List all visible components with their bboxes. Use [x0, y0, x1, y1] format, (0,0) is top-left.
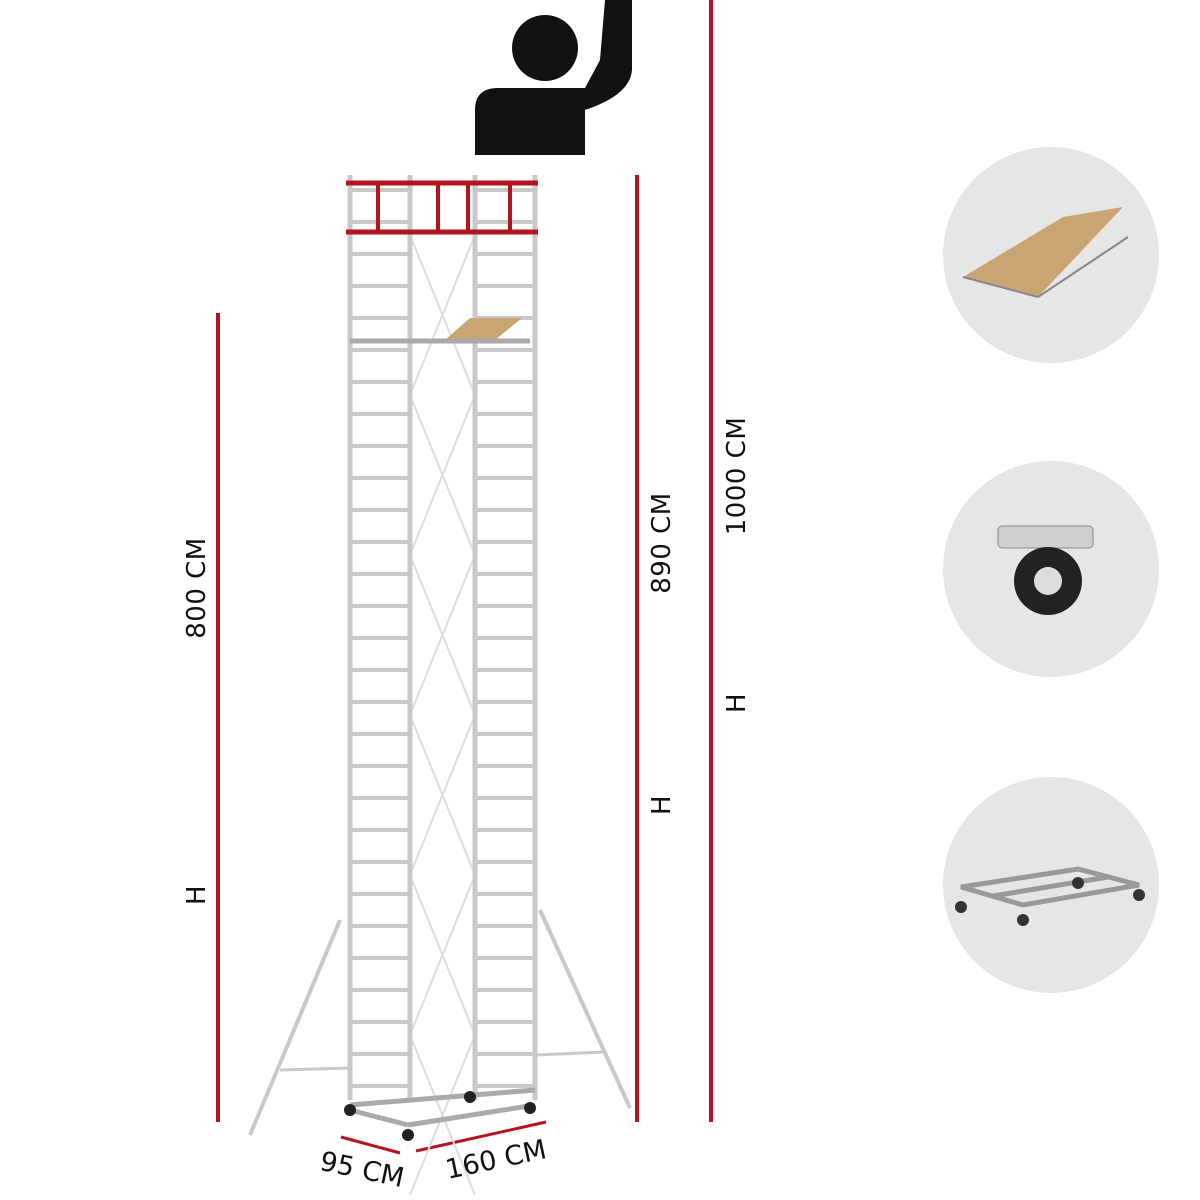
detail-platform-plank: [943, 147, 1159, 363]
outrigger: [248, 919, 342, 1136]
cross-brace: [409, 234, 476, 396]
cross-brace: [409, 714, 476, 876]
cross-brace: [409, 1034, 476, 1196]
base-frame: [349, 1107, 409, 1128]
dimension-line-95: [340, 1135, 401, 1155]
working-height-label: 1000 CM: [722, 416, 752, 536]
scaffold-tower: [248, 175, 632, 1196]
cross-brace: [409, 394, 476, 556]
platform-height-marker: H: [182, 884, 212, 906]
base-frame-icon: [955, 866, 1145, 926]
dimension-line-160: [415, 1120, 547, 1153]
detail-base-frame: [943, 777, 1159, 993]
castor-wheel: [402, 1129, 414, 1141]
castor-wheel: [344, 1104, 356, 1116]
base-frame: [407, 1102, 536, 1128]
outrigger-strut: [534, 1050, 606, 1057]
outrigger: [538, 909, 632, 1109]
detail-castor-wheel: [943, 461, 1159, 677]
scaffold-height-marker: H: [647, 794, 677, 816]
castor-wheel: [464, 1091, 476, 1103]
castor-wheel-icon: [997, 525, 1094, 615]
platform-height-label: 800 CM: [182, 537, 212, 639]
platform-plank-icon: [962, 207, 1129, 298]
outrigger-strut: [279, 1066, 351, 1072]
castor-wheel: [524, 1102, 536, 1114]
platform-plank: [445, 318, 522, 340]
cross-brace: [409, 874, 476, 1036]
person-reaching-icon: [475, 0, 632, 155]
base-frame: [349, 1087, 536, 1108]
scaffold-height-label: 890 CM: [647, 492, 677, 594]
cross-brace: [409, 554, 476, 716]
working-height-marker: H: [722, 692, 752, 714]
